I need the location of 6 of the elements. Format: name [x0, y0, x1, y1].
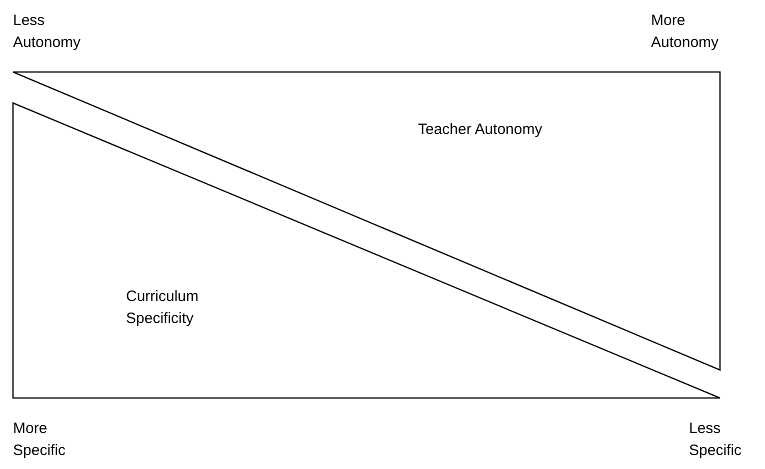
axis-end-label: Less Specific	[689, 419, 743, 461]
region-label: Curriculum Specificity	[126, 287, 200, 329]
axis-end-label: More Autonomy	[651, 11, 720, 53]
axis-end-label: Less Autonomy	[13, 11, 82, 53]
axis-end-label: More Specific	[13, 419, 67, 461]
region-label: Teacher Autonomy	[418, 120, 544, 140]
